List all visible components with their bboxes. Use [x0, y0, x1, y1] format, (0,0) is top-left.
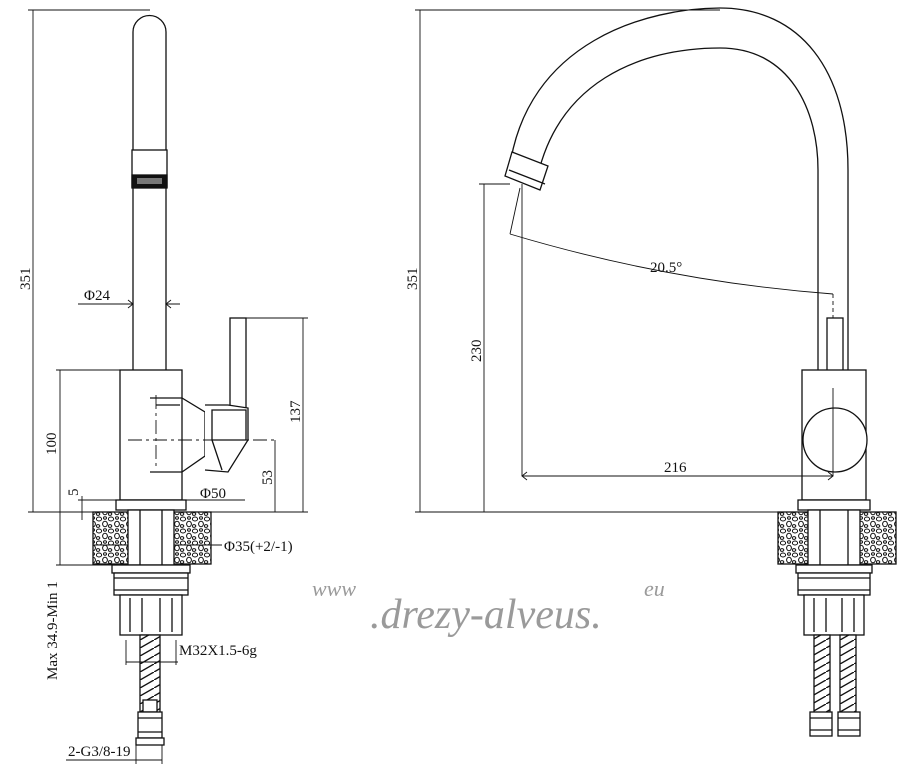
front-handle-knob	[802, 407, 868, 473]
front-hose-right	[839, 634, 857, 714]
dim-front-height: 351	[405, 268, 421, 291]
dim-body-height: 100	[44, 433, 60, 456]
side-thread-nut	[119, 594, 183, 636]
front-gooseneck-spout	[508, 7, 849, 370]
dim-counter-thickness: Max 34.9-Min 1	[45, 581, 61, 680]
side-body	[119, 369, 183, 501]
side-view-dimensions	[28, 9, 308, 764]
front-view-dimensions	[415, 9, 834, 513]
dim-hoses: 2-G3/8-19	[68, 744, 131, 760]
dim-thread: M32X1.5-6g	[179, 643, 257, 659]
watermark: www .drezy-alveus. eu	[312, 576, 665, 638]
side-base-flange	[115, 499, 187, 511]
side-view	[92, 14, 275, 746]
side-handle-lever	[229, 317, 247, 413]
dim-handle-offset: 53	[260, 470, 276, 485]
front-view	[504, 7, 897, 737]
dim-spout-angle: 20.5°	[650, 260, 682, 276]
front-hose-left	[813, 634, 831, 714]
dim-hole-diameter: Φ35(+2/-1)	[224, 539, 293, 555]
watermark-suffix: eu	[644, 576, 665, 601]
side-spout-tube	[132, 14, 167, 370]
watermark-domain: .drezy-alveus.	[370, 592, 602, 638]
dim-outlet-height: 230	[469, 340, 485, 363]
dim-spout-diameter: Φ24	[84, 288, 110, 304]
dim-handle-height: 137	[288, 400, 304, 423]
dim-spout-reach: 216	[664, 460, 687, 476]
dim-body-diameter: Φ50	[200, 486, 226, 502]
dim-side-height: 351	[18, 268, 34, 291]
front-thread-nut	[803, 594, 865, 636]
dim-offset-5: 5	[66, 489, 82, 497]
watermark-prefix: www	[312, 576, 356, 601]
